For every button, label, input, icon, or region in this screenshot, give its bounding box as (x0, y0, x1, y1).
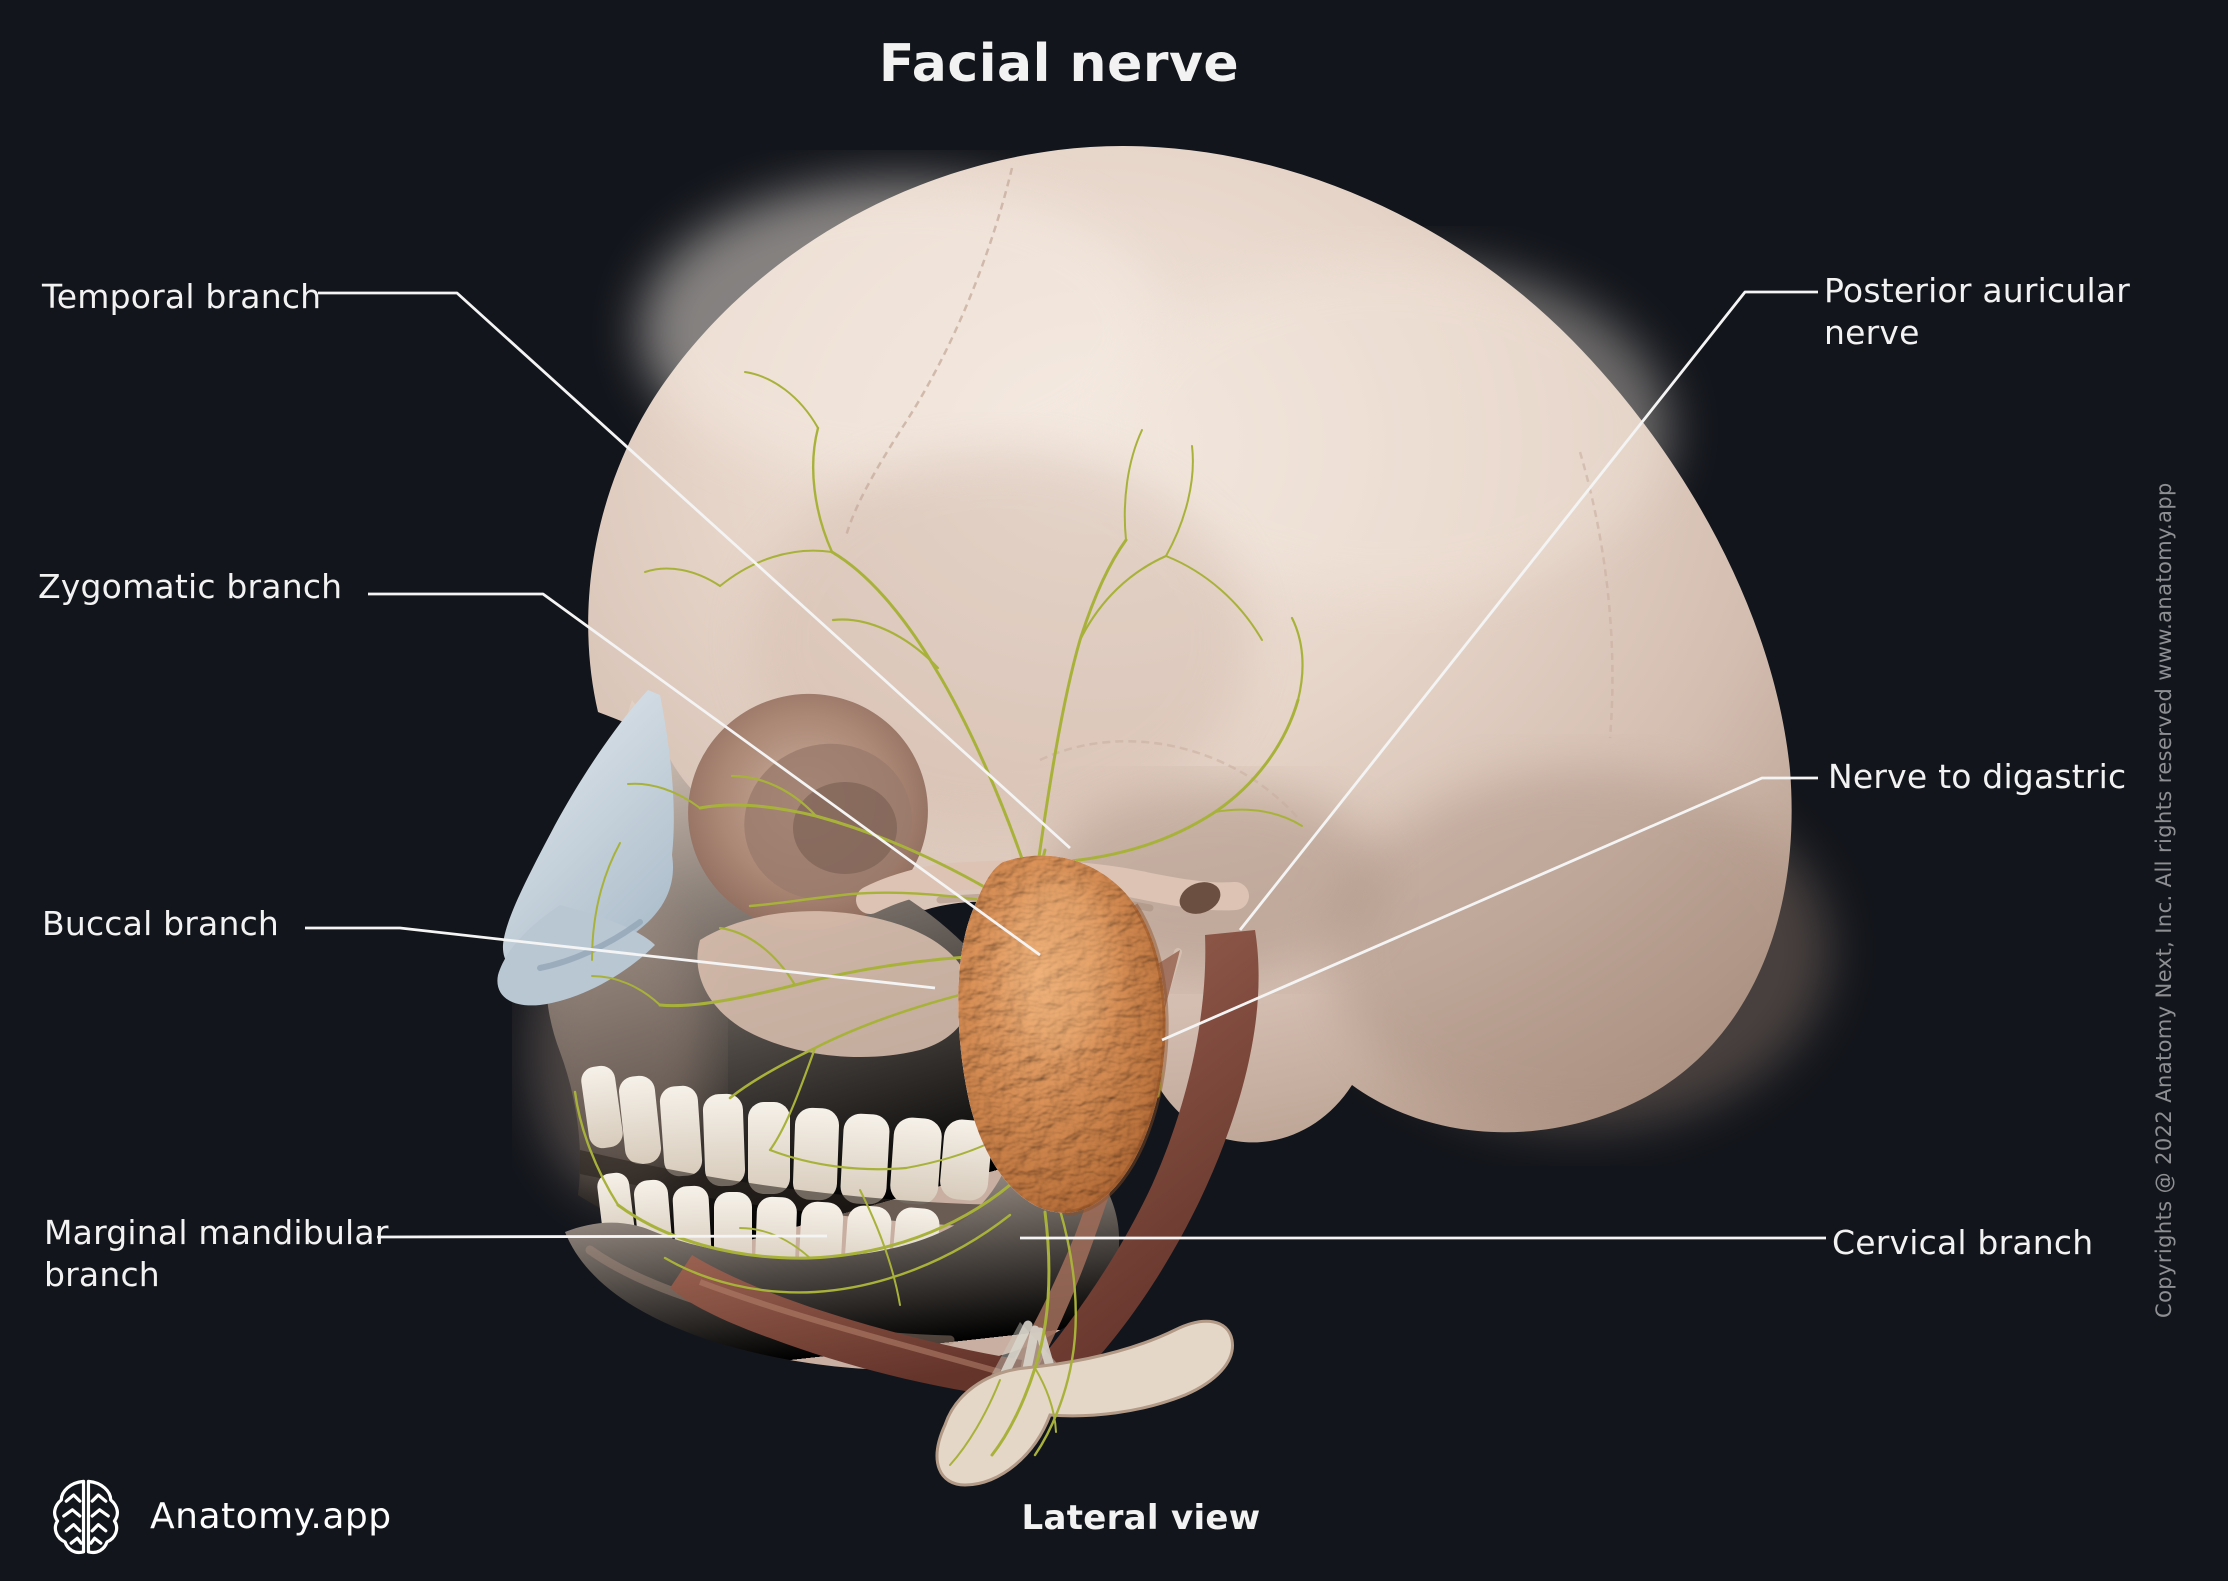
view-label: Lateral view (1021, 1498, 1261, 1538)
posterior-auricular-nerve-branch (1058, 616, 1304, 864)
leader-nerve-to-digastric (1161, 776, 1818, 1042)
hyoid-bone (935, 1319, 1234, 1487)
brand-name: Anatomy.app (150, 1495, 392, 1537)
copyright-notice: Copyrights @ 2022 Anatomy Next, Inc. All… (2152, 482, 2176, 1318)
label-zygomatic-branch: Zygomatic branch (38, 567, 343, 606)
leader-posterior-auricular-nerve (1238, 290, 1818, 931)
label-nerve-to-digastric: Nerve to digastric (1828, 757, 2127, 796)
nasal-cartilage (497, 690, 674, 1006)
page-title: Facial nerve (878, 34, 1240, 94)
buccal-nerve-branches (591, 842, 1021, 1306)
leader-marginal-mandibular-branch (376, 1234, 828, 1239)
ear-canal (1179, 882, 1221, 914)
cervical-nerve-branches (949, 1208, 1077, 1466)
label-buccal-branch: Buccal branch (42, 904, 280, 943)
temporal-nerve-branches (644, 371, 1263, 890)
leader-buccal-branch (305, 926, 936, 990)
parotid-gland (958, 855, 1169, 1216)
leader-temporal-branch (318, 291, 1071, 850)
label-cervical-branch: Cervical branch (1832, 1223, 2094, 1262)
label-temporal-branch: Temporal branch (42, 277, 322, 316)
label-marginal-mandibular-branch: Marginal mandibular branch (44, 1213, 389, 1295)
leader-lines (305, 290, 1826, 1240)
brain-logo-icon (53, 1479, 119, 1555)
zygomatic-nerve-branches (627, 774, 1017, 908)
brand-footer: Anatomy.app (46, 1474, 392, 1558)
posterior-digastric-muscle (1030, 930, 1259, 1392)
eye-socket (688, 693, 928, 931)
upper-teeth (581, 1065, 992, 1205)
mouth-gap (580, 1150, 1000, 1228)
label-posterior-auricular-nerve: Posterior auricular nerve (1824, 271, 2131, 353)
leader-zygomatic-branch (368, 592, 1041, 957)
skull (497, 145, 1830, 1487)
